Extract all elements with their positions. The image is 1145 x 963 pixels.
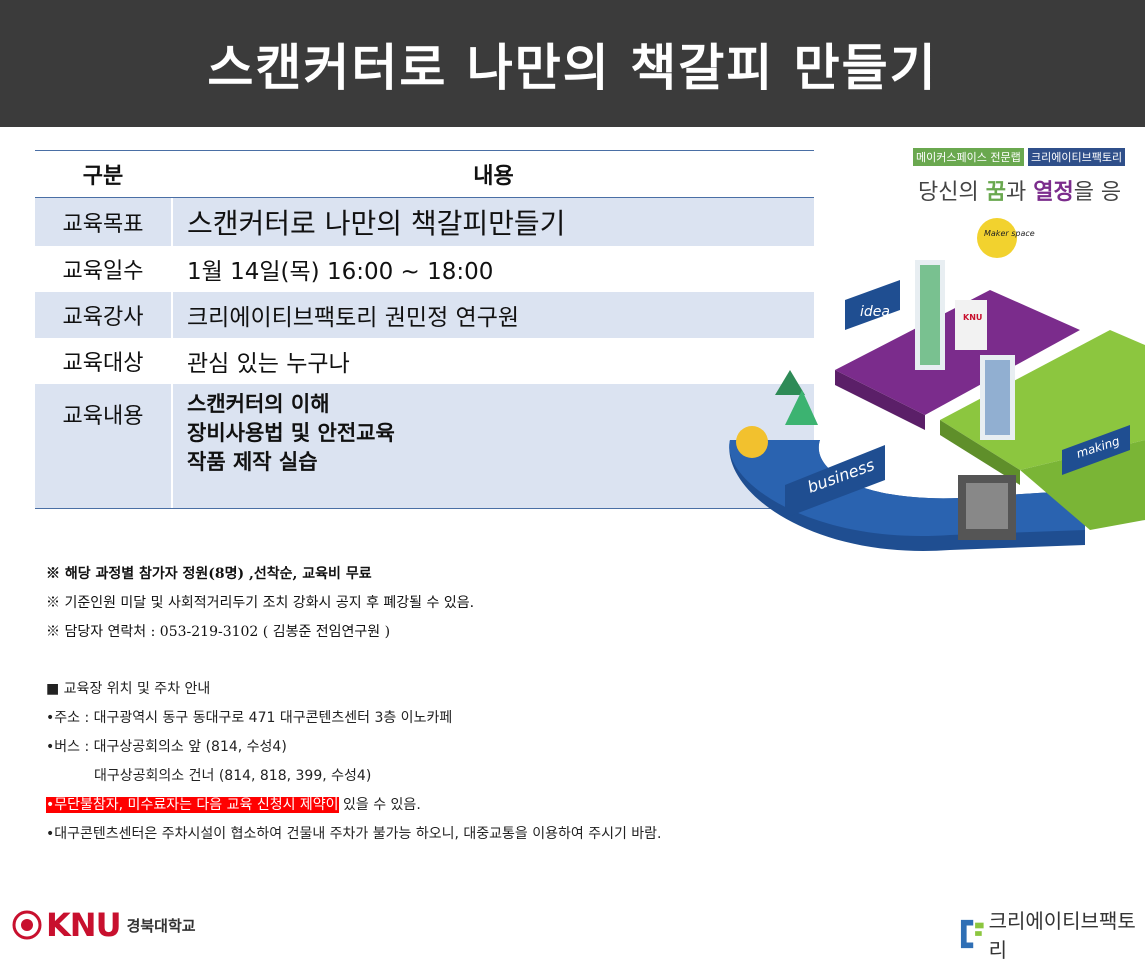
makerspace-tag: 메이커스페이스 전문랩 xyxy=(913,148,1024,166)
knu-emblem-icon xyxy=(12,910,42,940)
location-heading: ■ 교육장 위치 및 주차 안내 xyxy=(46,681,211,697)
table-row: 교육목표 스캔커터로 나만의 책갈피만들기 xyxy=(35,198,814,246)
row-value: 스캔커터로 나만의 책갈피만들기 xyxy=(187,207,566,240)
page-title: 스캔커터로 나만의 책갈피 만들기 xyxy=(207,38,938,97)
sign-idea-label: idea xyxy=(860,304,890,320)
content-line: 장비사용법 및 안전교육 xyxy=(187,421,395,445)
row-label: 교육일수 xyxy=(35,246,173,292)
row-label: 교육강사 xyxy=(35,292,173,338)
sign-maker-label: Maker space xyxy=(984,229,1035,238)
row-label: 교육목표 xyxy=(35,198,173,246)
slogan-part: 과 xyxy=(1005,180,1034,205)
bus-line: •버스 : 대구상공회의소 앞 (814, 수성4) xyxy=(46,739,287,755)
table-header-row: 구분 내용 xyxy=(35,151,814,198)
slogan-part: 을 응 xyxy=(1073,180,1122,205)
knu-logo: KNU 경북대학교 xyxy=(12,906,196,944)
header-content: 내용 xyxy=(473,164,514,189)
course-info-table: 구분 내용 교육목표 스캔커터로 나만의 책갈피만들기 교육일수 1월 14일(… xyxy=(35,150,814,509)
content-line: 스캔커터의 이해 xyxy=(187,392,330,416)
row-label: 교육대상 xyxy=(35,338,173,384)
warning-line: •무단불참자, 미수료자는 다음 교육 신청시 제약이 있을 수 있음. xyxy=(46,791,662,820)
parking-line: •대구콘텐츠센터은 주차시설이 협소하여 건물내 주차가 불가능 하오니, 대중… xyxy=(46,826,662,842)
table-row: 교육대상 관심 있는 누구나 xyxy=(35,338,814,384)
row-value: 크리에이티브팩토리 권민정 연구원 xyxy=(187,305,520,331)
slogan: 당신의 꿈과 열정을 응 xyxy=(918,174,1121,206)
warning-highlight: •무단불참자, 미수료자는 다음 교육 신청시 제약이 xyxy=(46,797,339,813)
slogan-passion: 열정 xyxy=(1033,180,1074,205)
sign-knu-label: KNU xyxy=(963,313,982,322)
notice-item: ※ 기준인원 미달 및 사회적거리두기 조치 강화시 공지 후 폐강될 수 있음… xyxy=(46,595,475,611)
cf-korean-name: 크리에이티브팩토리 xyxy=(988,909,1136,962)
table-row: 교육내용 스캔커터의 이해 장비사용법 및 안전교육 작품 제작 실습 xyxy=(35,384,814,508)
table-row: 교육일수 1월 14일(목) 16:00 ~ 18:00 xyxy=(35,246,814,292)
notice-item: ※ 담당자 연락처 : 053-219-3102 ( 김봉준 전임연구원 ) xyxy=(46,624,391,640)
header-category: 구분 xyxy=(35,151,173,197)
maker-space-illustration: idea business making Maker space KNU xyxy=(729,218,1145,551)
sign-maker-space: Maker space xyxy=(977,218,1035,258)
sign-idea: idea xyxy=(845,280,900,330)
table-row: 교육강사 크리에이티브팩토리 권민정 연구원 xyxy=(35,292,814,338)
slogan-dream: 꿈 xyxy=(985,180,1006,205)
content-line: 작품 제작 실습 xyxy=(187,450,318,474)
knu-korean-name: 경북대학교 xyxy=(126,916,196,935)
notice-item: ※ 해당 과정별 참가자 정원(8명) ,선착순, 교육비 무료 xyxy=(46,566,372,582)
notice-list: ※ 해당 과정별 참가자 정원(8명) ,선착순, 교육비 무료 ※ 기준인원 … xyxy=(46,560,474,647)
address-line: •주소 : 대구광역시 동구 동대구로 471 대구콘텐츠센터 3층 이노카페 xyxy=(46,710,453,726)
row-value: 1월 14일(목) 16:00 ~ 18:00 xyxy=(187,259,494,285)
location-info: ■ 교육장 위치 및 주차 안내 •주소 : 대구광역시 동구 동대구로 471… xyxy=(46,675,662,849)
creative-factory-tag: 크리에이티브팩토리 xyxy=(1028,148,1126,166)
creative-factory-logo: 크리에이티브팩토리 xyxy=(960,905,1145,963)
knu-wordmark: KNU xyxy=(46,906,122,944)
row-label: 교육내용 xyxy=(35,384,173,508)
header-banner: 스캔커터로 나만의 책갈피 만들기 xyxy=(0,0,1145,127)
bus-line: 대구상공회의소 건너 (814, 818, 399, 수성4) xyxy=(94,768,372,784)
slogan-part: 당신의 xyxy=(918,180,986,205)
row-value: 스캔커터의 이해 장비사용법 및 안전교육 작품 제작 실습 xyxy=(173,384,814,477)
row-value: 관심 있는 누구나 xyxy=(187,351,350,377)
warning-rest: 있을 수 있음. xyxy=(338,797,421,813)
